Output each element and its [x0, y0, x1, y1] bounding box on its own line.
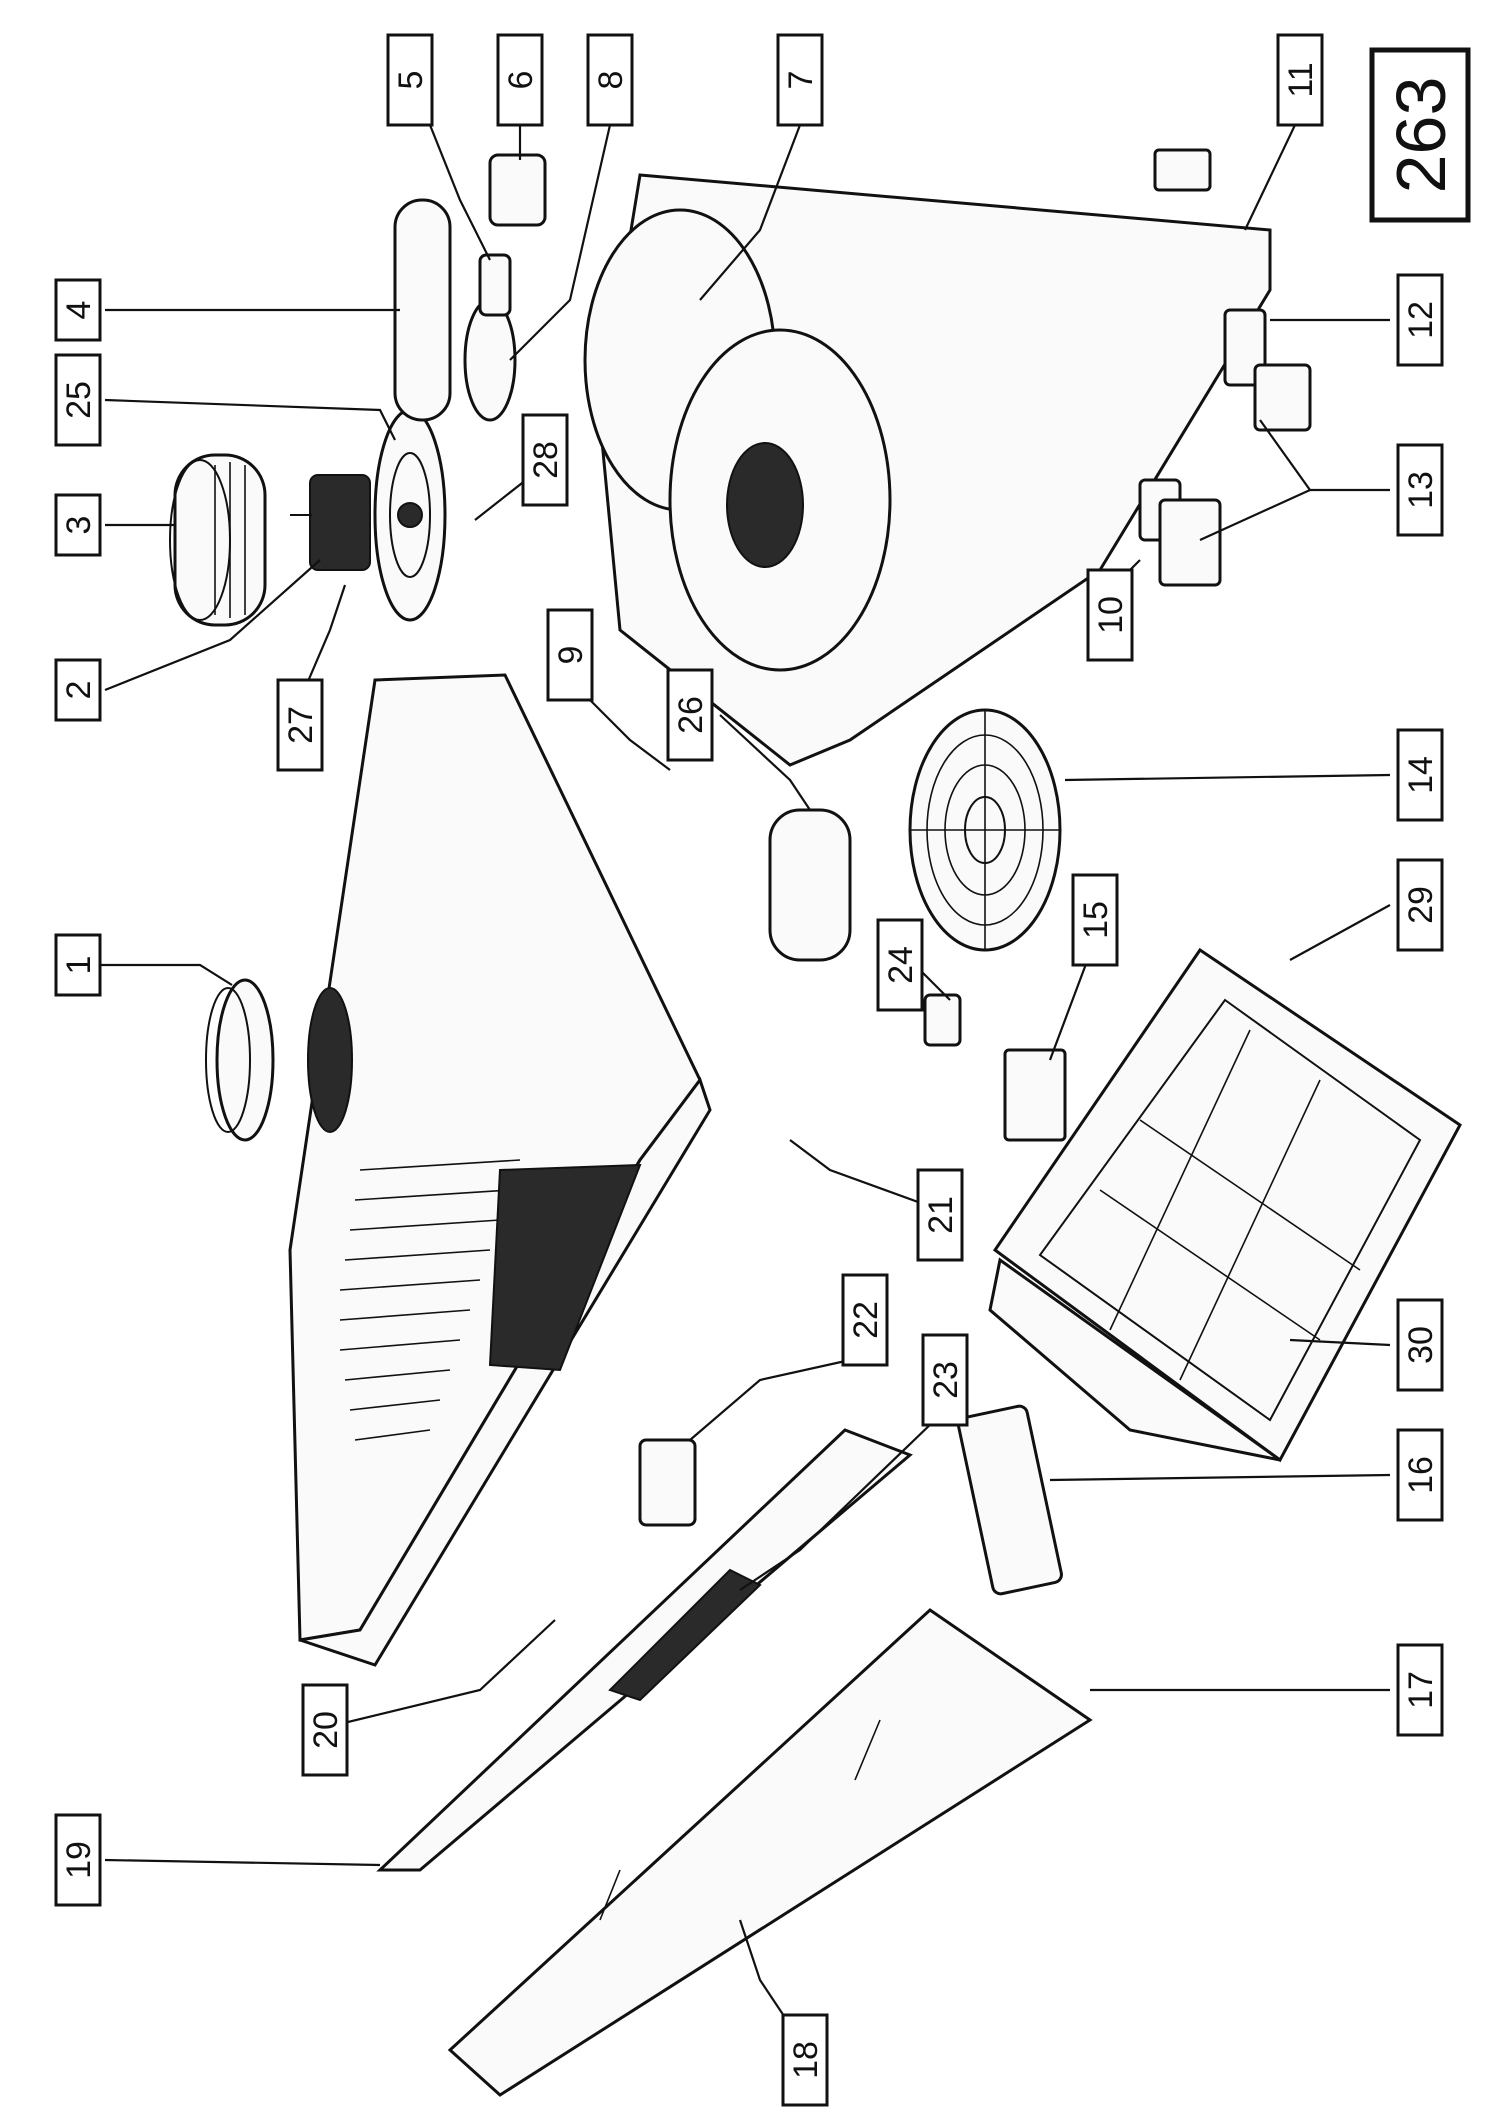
callout-label: 24 — [882, 946, 920, 984]
callout-20: 20 — [301, 1683, 349, 1777]
callout-17: 17 — [1396, 1643, 1444, 1737]
callout-2: 2 — [54, 658, 102, 722]
callout-label: 29 — [1402, 886, 1440, 924]
callout-label: 18 — [787, 2041, 825, 2079]
callout-6: 6 — [496, 33, 544, 127]
callout-30: 30 — [1396, 1298, 1444, 1392]
callout-26: 26 — [666, 668, 714, 762]
round-filter — [908, 708, 1062, 952]
callout-3: 3 — [54, 493, 102, 557]
hood-body — [288, 673, 712, 1667]
round-grille — [373, 408, 447, 622]
callout-label: 10 — [1092, 596, 1130, 634]
callout-1: 1 — [54, 933, 102, 997]
latch-22 — [638, 1438, 697, 1527]
page-number: 263 — [1382, 77, 1460, 194]
lamp-lens — [393, 198, 452, 422]
side-bracket — [957, 1404, 1063, 1596]
clip-13-a — [1253, 363, 1312, 432]
callout-label: 5 — [392, 71, 430, 90]
callout-label: 17 — [1402, 1671, 1440, 1709]
callout-18: 18 — [781, 2013, 829, 2107]
callout-23: 23 — [921, 1333, 969, 1427]
callout-label: 27 — [282, 706, 320, 744]
callout-25: 25 — [54, 353, 102, 447]
callout-label: 23 — [927, 1361, 965, 1399]
motor — [290, 474, 371, 571]
clip-13-b — [1158, 498, 1222, 587]
callout-label: 20 — [307, 1711, 345, 1749]
callout-label: 2 — [60, 681, 98, 700]
light-bulb — [463, 253, 517, 422]
callout-boxes: 1 2 3 4 5 6 7 8 — [54, 33, 1444, 2107]
duct-collar — [205, 978, 275, 1142]
callout-28: 28 — [521, 413, 569, 507]
callout-label: 14 — [1402, 756, 1440, 794]
callout-13: 13 — [1396, 443, 1444, 537]
callout-label: 7 — [782, 71, 820, 90]
callout-label: 28 — [527, 441, 565, 479]
callout-8: 8 — [586, 33, 634, 127]
callout-label: 13 — [1402, 471, 1440, 509]
parts-drawing — [169, 148, 1462, 2097]
callout-label: 4 — [60, 301, 98, 320]
callout-label: 11 — [1282, 62, 1320, 97]
callout-19: 19 — [54, 1813, 102, 1907]
callout-4: 4 — [54, 278, 102, 342]
callout-9: 9 — [546, 608, 594, 702]
clip-11 — [1153, 148, 1212, 192]
callout-label: 6 — [502, 71, 540, 90]
callout-label: 12 — [1402, 301, 1440, 339]
callout-16: 16 — [1396, 1428, 1444, 1522]
callout-label: 9 — [552, 646, 590, 665]
front-control-panel — [376, 1428, 913, 1872]
callout-label: 19 — [60, 1841, 98, 1879]
grease-filter-frame — [988, 947, 1462, 1463]
glass-visor — [447, 1608, 1093, 2097]
callout-label: 3 — [60, 516, 98, 535]
callout-5: 5 — [386, 33, 434, 127]
callout-11: 11 — [1276, 33, 1324, 127]
callout-label: 30 — [1402, 1326, 1440, 1364]
blower-housing — [583, 173, 1272, 767]
lamp-socket — [488, 153, 547, 227]
callout-12: 12 — [1396, 273, 1444, 367]
callout-7: 7 — [776, 33, 824, 127]
callout-label: 22 — [847, 1301, 885, 1339]
callout-14: 14 — [1396, 728, 1444, 822]
fan-wheel — [169, 453, 267, 627]
callout-label: 15 — [1077, 901, 1115, 939]
callout-24: 24 — [876, 918, 924, 1012]
callout-10: 10 — [1086, 568, 1134, 662]
callout-label: 16 — [1402, 1456, 1440, 1494]
callout-label: 21 — [922, 1196, 960, 1234]
callout-15: 15 — [1071, 873, 1119, 967]
callout-21: 21 — [916, 1168, 964, 1262]
callout-29: 29 — [1396, 858, 1444, 952]
switch-plate-15 — [1003, 1048, 1067, 1142]
callout-label: 26 — [672, 696, 710, 734]
callout-label: 25 — [60, 381, 98, 419]
callout-27: 27 — [276, 678, 324, 772]
page-number-box: 263 — [1369, 47, 1471, 223]
callout-22: 22 — [841, 1273, 889, 1367]
callout-label: 8 — [592, 71, 630, 90]
small-clip-24 — [923, 993, 962, 1047]
handle-bracket — [768, 808, 852, 962]
callout-label: 1 — [60, 956, 98, 975]
